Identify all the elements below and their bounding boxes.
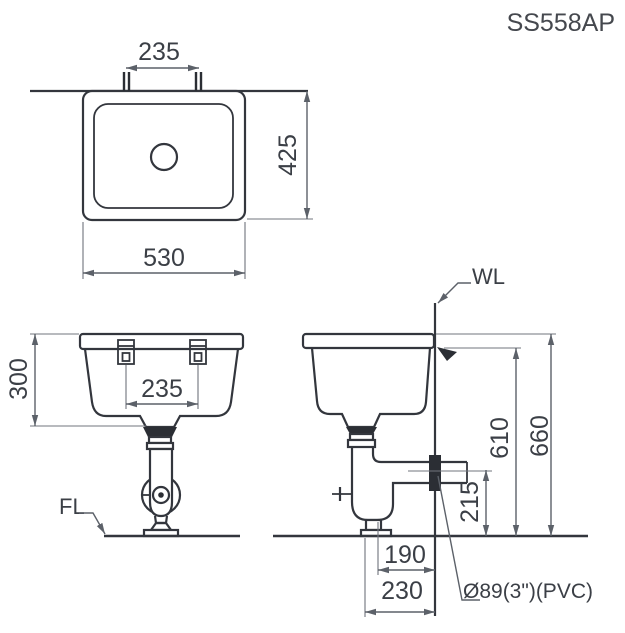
pipe-spec-leader xyxy=(437,475,480,601)
dim-front-height: 300 xyxy=(5,358,33,400)
p-trap-inner xyxy=(371,447,467,464)
dim-top-depth: 425 xyxy=(274,134,302,176)
front-bracket-right xyxy=(189,339,207,365)
water-line-label: WL xyxy=(472,264,505,289)
dim-top-bracket-span: 235 xyxy=(138,38,180,66)
sink-bowl-outline xyxy=(93,103,234,209)
dim-side-overall-height: 660 xyxy=(526,415,554,457)
front-drain-gasket xyxy=(143,427,177,437)
side-view xyxy=(273,303,588,616)
trap-body xyxy=(148,447,174,518)
wall-mount-arrow xyxy=(437,347,457,361)
front-rim xyxy=(78,332,245,351)
dim-front-bracket-span: 235 xyxy=(141,375,183,403)
dim-top-width: 530 xyxy=(143,244,185,272)
dim-side-trap-to-wall: 190 xyxy=(384,541,426,569)
top-view-dimensions: 235 425 530 xyxy=(82,38,313,279)
side-rim xyxy=(301,332,436,350)
p-trap-outer xyxy=(350,447,467,522)
water-line-leader xyxy=(437,282,471,304)
floor-label-leader xyxy=(79,512,106,535)
front-view xyxy=(78,332,245,538)
side-basin-outline xyxy=(310,347,432,429)
model-number: SS558AP xyxy=(507,9,615,37)
trap-cleanout-dot xyxy=(158,492,164,498)
front-view-dimensions: 300 235 FL xyxy=(5,333,199,535)
side-drain-nut xyxy=(346,438,377,449)
side-view-dimensions: WL 660 610 215 190 230 Ø89(3")(PVC) xyxy=(364,264,593,617)
dim-side-base-to-wall: 230 xyxy=(381,577,423,605)
front-trap xyxy=(140,447,182,538)
hanger-brackets-plan xyxy=(122,72,203,91)
floor-line-label: FL xyxy=(59,494,85,519)
pipe-spec-label: Ø89(3")(PVC) xyxy=(463,580,593,603)
top-view xyxy=(30,72,308,222)
trap-cleanout xyxy=(151,485,171,505)
dim-side-drain-pipe-height: 215 xyxy=(456,481,484,523)
front-bracket-left xyxy=(117,339,135,365)
side-p-trap xyxy=(332,447,468,538)
sink-outer-outline xyxy=(81,89,247,222)
wall-pipe-collar xyxy=(429,455,441,491)
side-trap-plug xyxy=(364,518,383,532)
side-drain-gasket xyxy=(346,427,377,434)
drain-hole xyxy=(149,142,179,172)
dim-side-waterline-height: 610 xyxy=(486,417,514,459)
